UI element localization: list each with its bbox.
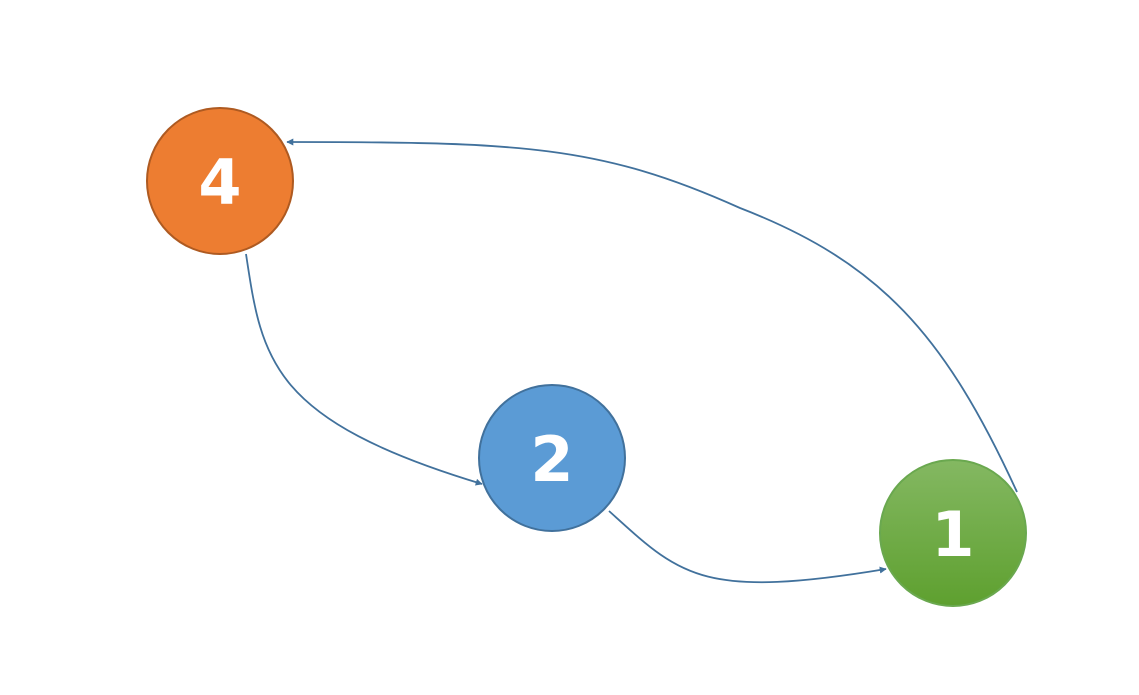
edge-4-to-2 bbox=[245, 253, 483, 486]
node-2: 2 bbox=[478, 384, 626, 532]
node-2-circle bbox=[478, 384, 626, 532]
node-1: 1 bbox=[879, 459, 1027, 607]
node-1-circle bbox=[879, 459, 1027, 607]
node-1-label: 1 bbox=[931, 498, 974, 571]
node-4-label: 4 bbox=[198, 146, 241, 219]
node-4: 4 bbox=[146, 107, 294, 255]
node-4-circle bbox=[146, 107, 294, 255]
node-2-label: 2 bbox=[530, 423, 573, 496]
edge-1-to-4 bbox=[286, 138, 1018, 493]
edge-2-to-1 bbox=[608, 510, 887, 584]
